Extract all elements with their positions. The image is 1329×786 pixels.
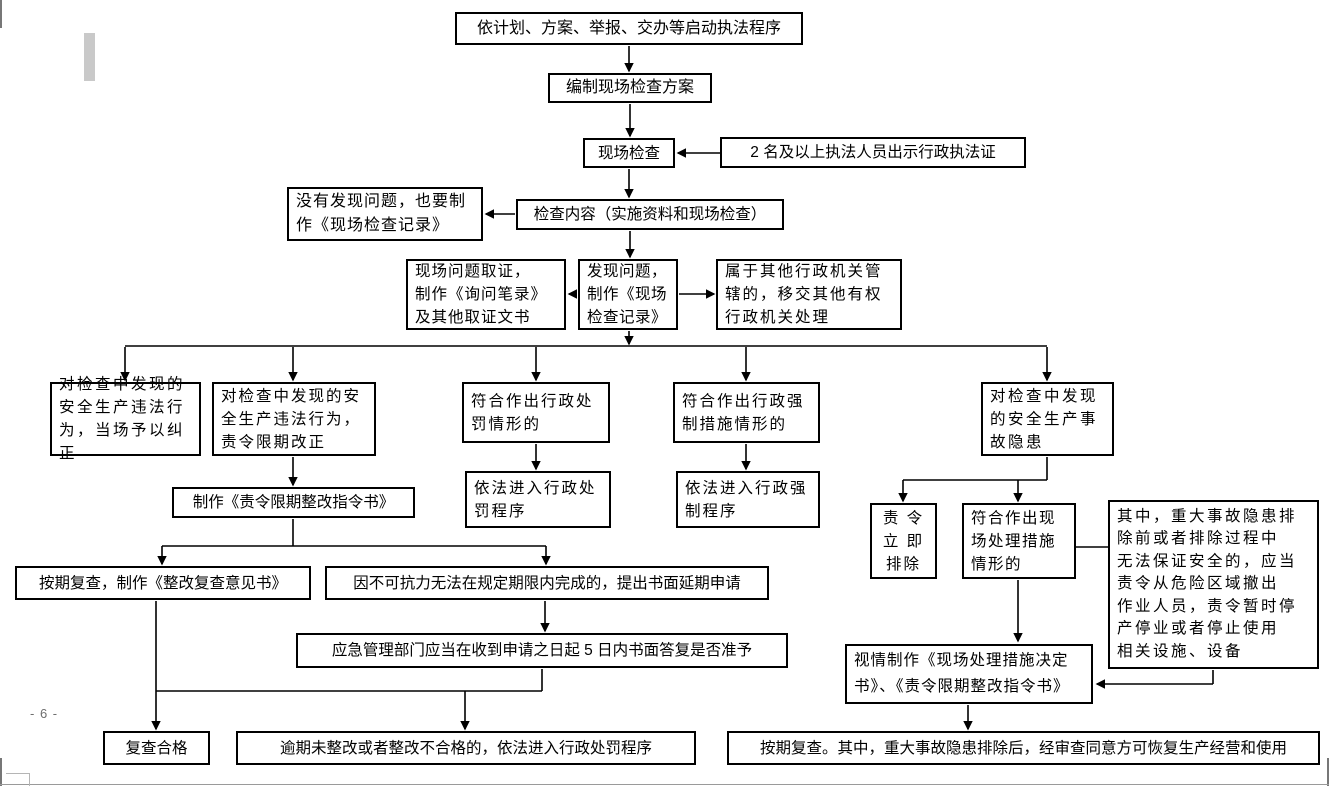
node-order-immediate-removal: 责 令 立 即 排除	[870, 503, 937, 579]
node-start: 依计划、方案、举报、交办等启动执法程序	[455, 12, 803, 45]
node-major-hazard-measures: 其中，重大事故隐患排 除前或者排除过程中 无法保证安全的，应当 责令从危险区域撤…	[1108, 500, 1319, 669]
node-onsite-measures-case: 符合作出现 场处理措施 情形的	[962, 503, 1076, 579]
node-review-passed: 复查合格	[103, 731, 210, 765]
node-transfer-other-agency: 属于其他行政机关管 辖的，移交其他有权 行政机关处理	[716, 259, 902, 330]
node-scheduled-review: 按期复查，制作《整改复查意见书》	[15, 566, 311, 600]
node-make-plan: 编制现场检查方案	[548, 73, 712, 103]
node-penalty-case: 符合作出行政处 罚情形的	[462, 382, 610, 443]
node-site-inspection: 现场检查	[583, 138, 675, 168]
page-edge-tick-bottom-left	[0, 758, 2, 786]
node-final-review: 按期复查。其中，重大事故隐患排除后，经审查同意方可恢复生产经营和使用	[727, 731, 1320, 765]
node-decision-documents: 视情制作《现场处理措施决定 书》、《责令限期整改指令书》	[845, 644, 1093, 704]
node-coercive-procedure: 依法进入行政强 制程序	[676, 471, 820, 528]
node-reply-in-5-days: 应急管理部门应当在收到申请之日起 5 日内书面答复是否准予	[296, 633, 788, 668]
text-boundary-corner-v	[29, 773, 30, 786]
page-edge-tick-bottom-right	[1327, 758, 1329, 786]
selection-mark	[84, 33, 95, 81]
node-problem-found: 发现问题， 制作《现场 检查记录》	[578, 259, 678, 330]
node-two-officers: 2 名及以上执法人员出示行政执法证	[720, 137, 1026, 168]
node-no-problem-record: 没有发现问题，也要制 作《现场检查记录》	[287, 187, 483, 241]
node-overdue-penalty: 逾期未整改或者整改不合格的，依法进入行政处罚程序	[236, 731, 696, 765]
node-coercive-case: 符合作出行政强 制措施情形的	[673, 382, 820, 443]
node-rectify-order-doc: 制作《责令限期整改指令书》	[172, 487, 415, 518]
page-number: - 6 -	[30, 706, 59, 721]
node-inspection-content: 检查内容（实施资料和现场检查）	[516, 199, 784, 230]
node-accident-hazard: 对检查中发现 的安全生产事 故隐患	[981, 382, 1114, 456]
node-force-majeure-extension: 因不可抗力无法在规定期限内完成的，提出书面延期申请	[325, 566, 769, 600]
node-correct-on-spot: 对检查中发现的 安全生产违法行 为，当场予以纠正	[50, 376, 201, 462]
node-evidence-collection: 现场问题取证， 制作《询问笔录》 及其他取证文书	[406, 259, 566, 330]
node-order-correction: 对检查中发现的安 全生产违法行为， 责令限期改正	[212, 382, 376, 456]
node-penalty-procedure: 依法进入行政处 罚程序	[465, 471, 611, 528]
page-bottom-edge	[0, 784, 1329, 785]
page-edge-tick-top-left	[0, 0, 2, 28]
text-boundary-corner-h	[6, 773, 29, 774]
